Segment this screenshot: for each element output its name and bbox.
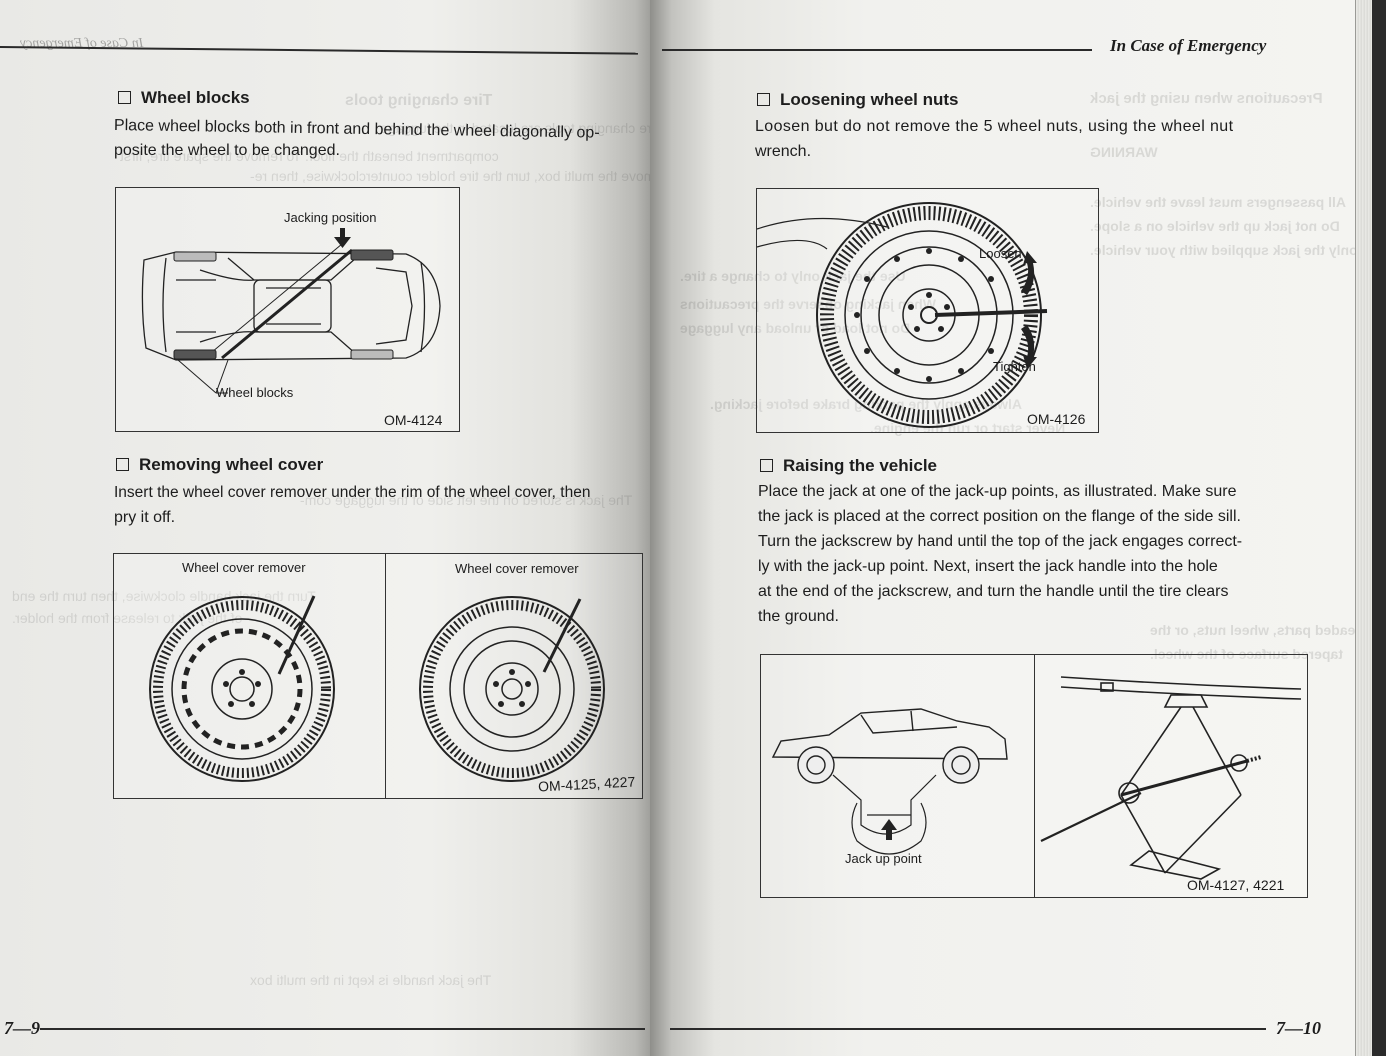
page-number-left: 7—9 — [4, 1018, 40, 1038]
checkbox-icon — [760, 459, 773, 472]
bleed-through-text: remove the multi box, turn the tire hold… — [250, 168, 662, 184]
bleed-through-text: Precautions when using the jack — [1090, 90, 1323, 107]
caption-jacking-position: Jacking position — [284, 210, 377, 225]
checkbox-icon — [118, 91, 131, 104]
header-title: In Case of Emergency — [1110, 36, 1267, 55]
removing-wheel-cover-text: Insert the wheel cover remover under the… — [114, 484, 591, 526]
checkbox-icon — [757, 93, 770, 106]
caption-wheel-blocks: Wheel blocks — [216, 385, 294, 400]
label-tighten: Tighten — [993, 359, 1036, 374]
section-title-raising-the-vehicle: Raising the vehicle — [760, 456, 937, 476]
header-rule — [662, 49, 1092, 51]
figure-divider — [1034, 655, 1035, 897]
figure-wheel-cover: Wheel cover remover Wheel cover remover — [113, 553, 643, 799]
section-title-wheel-blocks: Wheel blocks — [118, 88, 250, 108]
car-top-view-illustration — [141, 228, 441, 394]
raising-the-vehicle-text: Place the jack at one of the jack-up poi… — [758, 483, 1243, 625]
caption-wheel-cover-remover-right: Wheel cover remover — [455, 561, 579, 576]
jack-illustrations — [771, 676, 1302, 880]
arrow-down-icon — [881, 819, 897, 840]
footer-rule — [40, 1028, 645, 1030]
figure-code-wheel-blocks: OM-4124 — [384, 412, 443, 428]
right-page: Precautions when using the jack WARNING … — [650, 0, 1372, 1056]
left-page: Tire changing tools The tire changing to… — [0, 0, 662, 1056]
page-number-right: 7—10 — [1276, 1018, 1321, 1038]
caption-jack-up-point: Jack up point — [845, 851, 922, 866]
footer-rule — [670, 1028, 1266, 1030]
wheel-nut-wrench-illustration — [756, 202, 1048, 428]
wheel-cover-illustrations — [149, 595, 605, 782]
bleed-through-text: Tire changing tools — [345, 92, 493, 109]
bleed-through-text: Do not jack up the vehicle on a slope. — [1090, 218, 1340, 234]
section-title-removing-wheel-cover: Removing wheel cover — [116, 455, 323, 475]
bleed-through-text: Use only the jack supplied with your veh… — [1090, 242, 1372, 258]
section-title-loosening-wheel-nuts: Loosening wheel nuts — [757, 90, 959, 110]
header-ghost: In Case of Emergency — [20, 36, 144, 51]
figure-divider — [385, 554, 386, 798]
arrow-down-icon — [334, 228, 351, 248]
bleed-through-text: All passengers must leave the vehicle. — [1090, 194, 1347, 210]
page-edge-stack — [1355, 0, 1372, 1056]
bleed-through-text: The jack handle is kept in the multi box — [250, 972, 492, 988]
figure-jack: Jack up point OM-4127, 4221 — [760, 654, 1308, 898]
checkbox-icon — [116, 458, 129, 471]
figure-code-jack: OM-4127, 4221 — [1187, 877, 1285, 893]
figure-wheel-blocks: Jacking position — [115, 187, 460, 432]
label-loosen: Loosen — [979, 246, 1022, 261]
figure-wheel-nuts: Loosen Tighten OM-4126 — [756, 188, 1099, 433]
wheel-blocks-text: Place wheel blocks both in front and beh… — [113, 117, 600, 159]
caption-wheel-cover-remover-left: Wheel cover remover — [182, 560, 306, 575]
figure-code-wheel-nuts: OM-4126 — [1027, 411, 1086, 427]
rotation-arrow-icon — [1021, 251, 1037, 369]
loosening-wheel-nuts-text: Loosen but do not remove the 5 wheel nut… — [755, 118, 1234, 160]
